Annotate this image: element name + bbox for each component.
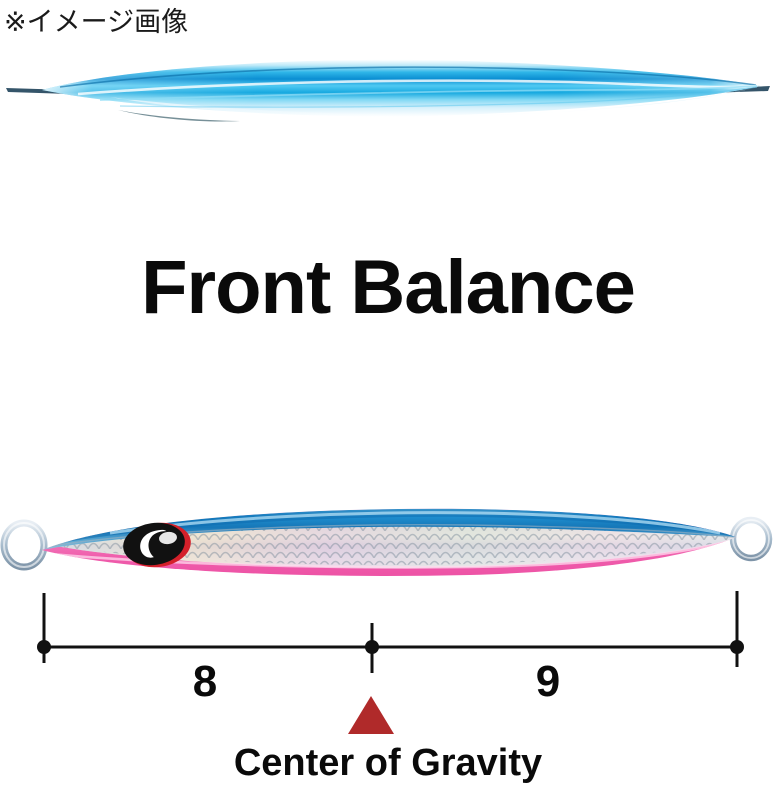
balance-measurement-diagram — [37, 591, 744, 673]
image-disclaimer-caption: ※イメージ画像 — [4, 7, 189, 38]
bottom-jig-left-ring — [0, 519, 48, 571]
top-jig-ridge-upper — [59, 66, 757, 88]
right-endpoint-dot — [730, 640, 744, 654]
top-jig-ridge-lower — [99, 85, 758, 101]
left-endpoint-dot — [37, 640, 51, 654]
top-jig-highlight-line — [77, 79, 758, 96]
left-segment-value: 8 — [192, 657, 218, 706]
top-jig-illustration — [6, 59, 770, 122]
center-endpoint-dot — [365, 640, 379, 654]
center-of-gravity-marker-icon — [348, 696, 394, 734]
right-segment-value: 9 — [535, 657, 561, 706]
center-of-gravity-label: Center of Gravity — [233, 742, 543, 784]
bottom-jig-illustration — [0, 508, 773, 576]
bottom-jig-eye — [123, 522, 191, 568]
bottom-jig-right-ring — [729, 516, 773, 562]
page-title: Front Balance — [141, 245, 636, 330]
top-jig-edge-line — [119, 86, 758, 108]
top-jig-shadow-fin — [118, 110, 240, 122]
